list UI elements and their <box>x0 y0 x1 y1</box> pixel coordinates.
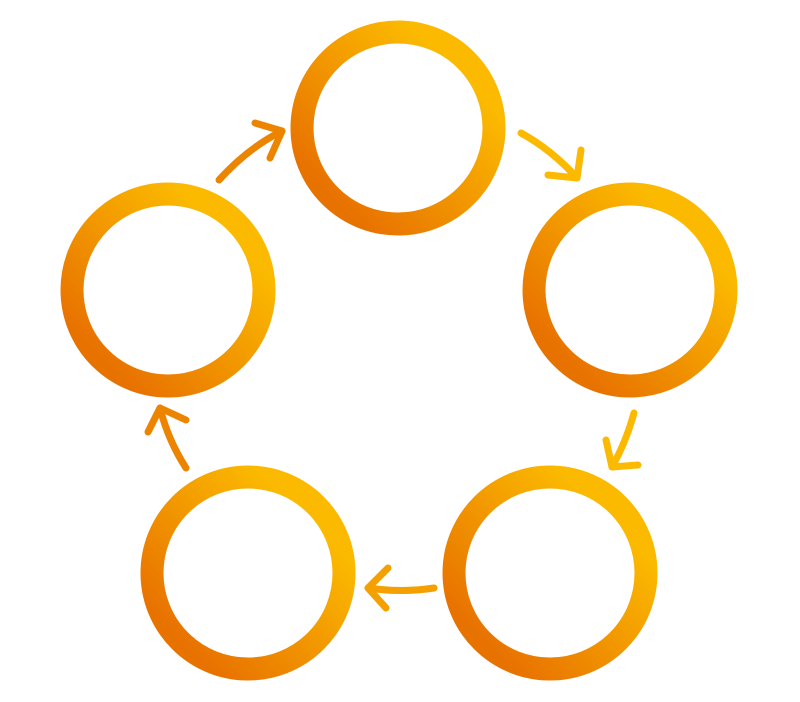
arrow-node-bottom-left-to-node-left <box>144 404 190 472</box>
node-top-ring <box>290 20 506 236</box>
arrow-shaft <box>156 404 190 472</box>
arrow-node-right-to-node-bottom-right <box>602 409 642 471</box>
arrow-shaft <box>517 129 581 182</box>
arrow-shaft <box>215 127 286 184</box>
arrow-node-bottom-right-to-node-bottom-left <box>364 564 438 612</box>
node-bottom-right-ring <box>442 465 658 681</box>
arrowhead <box>144 404 190 436</box>
arrow-node-left-to-node-top <box>215 119 286 184</box>
arrow-shaft <box>364 584 438 594</box>
arrowhead <box>544 146 585 182</box>
node-right-ring <box>522 182 738 398</box>
arrowhead <box>364 564 392 612</box>
node-bottom-left-ring <box>140 465 356 681</box>
arrowhead <box>251 119 286 162</box>
arrow-node-top-to-node-right <box>517 129 585 182</box>
arrow-shaft <box>608 409 638 471</box>
node-left-ring <box>60 182 276 398</box>
arrowhead <box>602 436 642 471</box>
